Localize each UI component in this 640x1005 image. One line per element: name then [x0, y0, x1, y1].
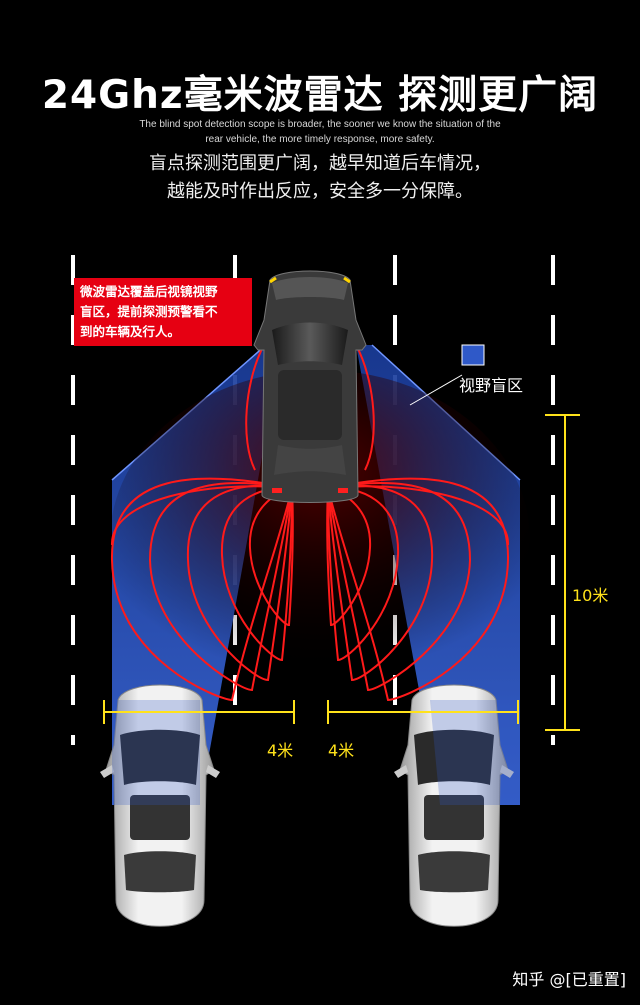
legend-pointer: [409, 374, 463, 406]
left-width-label: 4米: [267, 741, 294, 760]
callout-line2: 盲区，提前探测预警看不: [80, 304, 218, 319]
callout-line3: 到的车辆及行人。: [80, 324, 181, 339]
radar-waves: [110, 344, 510, 702]
legend-square-icon: [461, 344, 485, 366]
callout-box: 微波雷达覆盖后视镜视野 盲区，提前探测预警看不 到的车辆及行人。: [74, 278, 252, 346]
subtitle-cn-line2: 越能及时作出反应，安全多一分保障。: [167, 181, 473, 202]
subtitle-en-line2: rear vehicle, the more timely response, …: [205, 134, 435, 145]
right-width-label: 4米: [328, 741, 355, 760]
subtitle-en-line1: The blind spot detection scope is broade…: [139, 119, 501, 130]
length-label: 10米: [572, 586, 609, 605]
page-title: 24Ghz毫米波雷达 探测更广阔: [41, 73, 599, 118]
watermark: 知乎 @[已重置]: [512, 970, 626, 989]
callout-line1: 微波雷达覆盖后视镜视野: [80, 284, 218, 299]
zone-overlay-left: [112, 700, 200, 805]
rear-right-car-icon: [394, 684, 514, 927]
zone-overlay-right: [430, 700, 520, 805]
radar-glow: [110, 370, 530, 710]
subtitle-english: The blind spot detection scope is broade…: [90, 117, 550, 147]
top-car-icon: [253, 270, 367, 503]
blind-zone-label: 视野盲区: [459, 376, 524, 395]
subtitle-cn-line1: 盲点探测范围更广阔，越早知道后车情况，: [149, 153, 491, 174]
lane-line-1: [71, 255, 75, 745]
subtitle-chinese: 盲点探测范围更广阔，越早知道后车情况， 越能及时作出反应，安全多一分保障。: [60, 150, 580, 206]
lane-line-4: [551, 255, 555, 745]
rear-left-car-icon: [100, 684, 220, 927]
dimension-lines: [103, 414, 580, 731]
